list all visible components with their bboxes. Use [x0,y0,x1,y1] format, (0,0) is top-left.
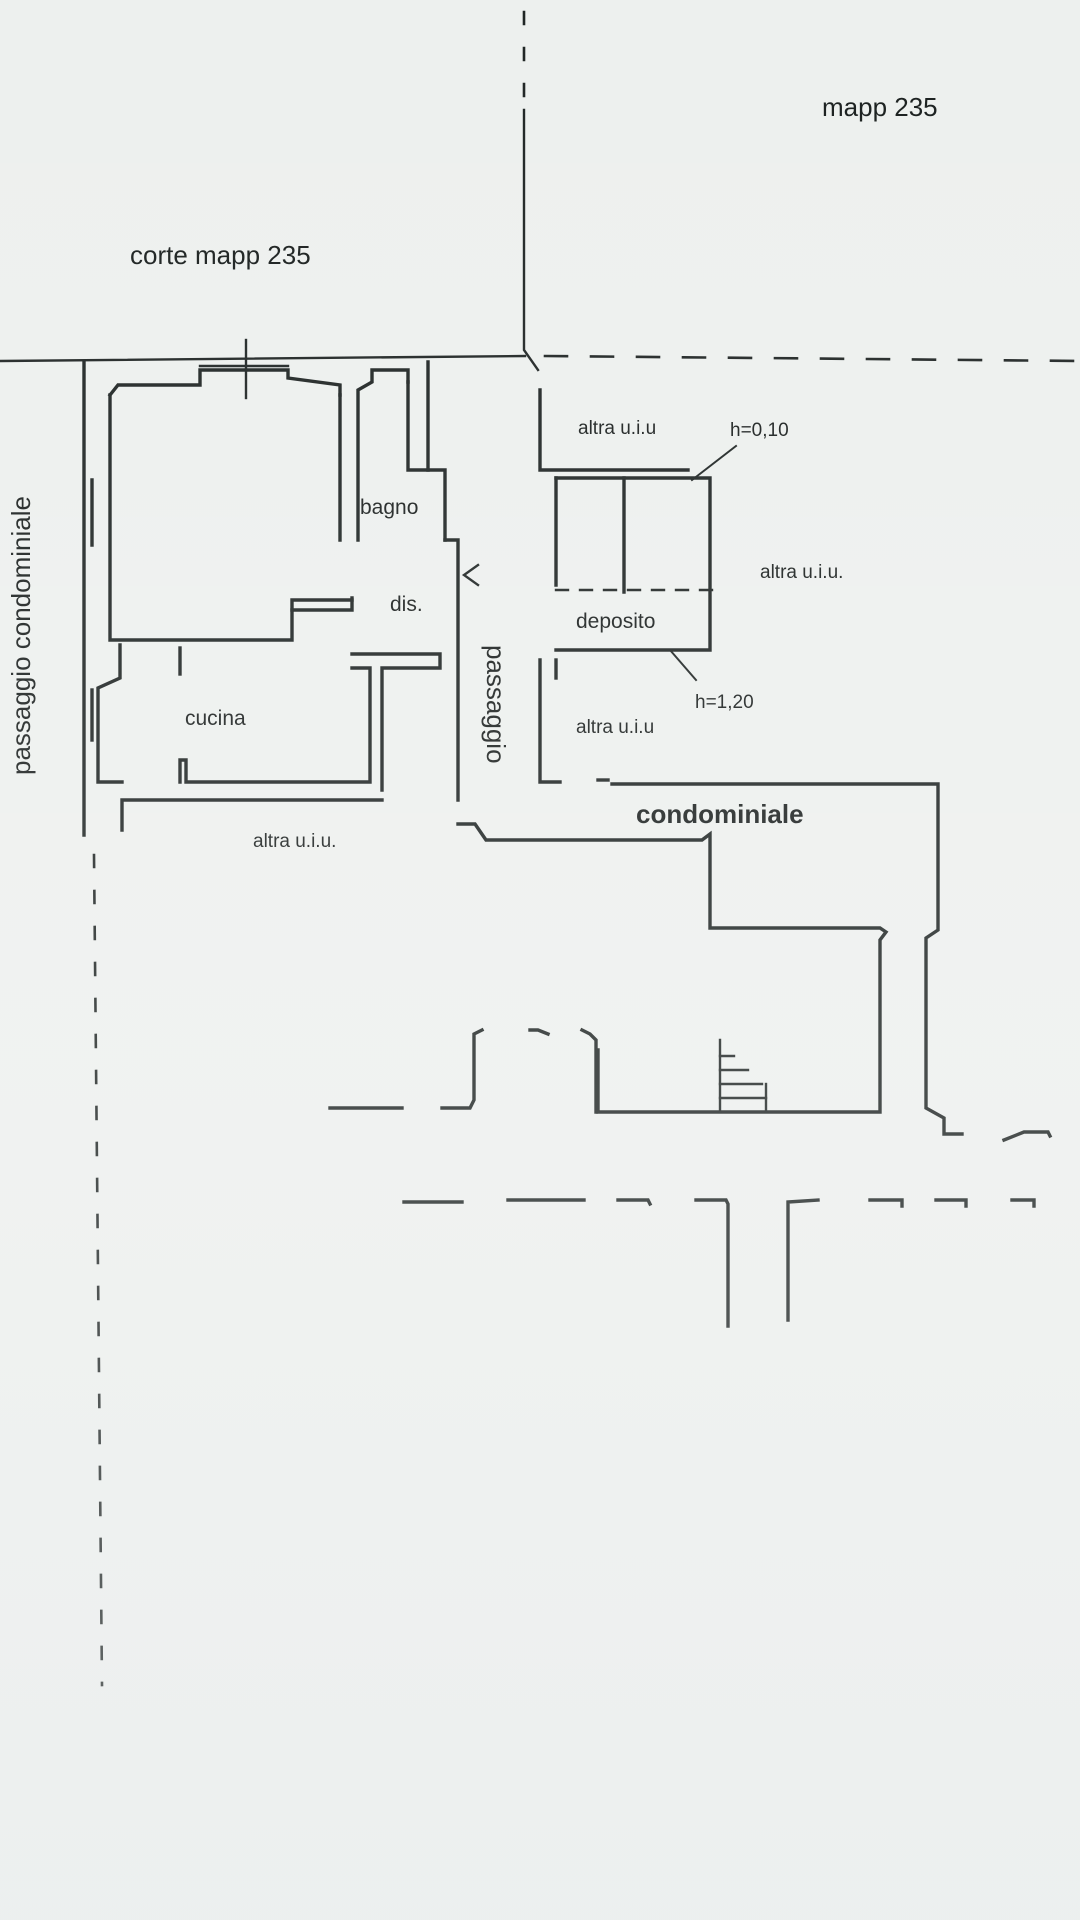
wall-living-outer [108,393,354,642]
wall-dis-left [290,598,354,612]
label-altra-right: altra u.i.u. [760,562,843,583]
fragment-8 [616,1198,653,1207]
wall-cucina-top [96,643,124,784]
wall-lower-right-stub [538,658,562,784]
wall-living-top [107,368,342,398]
fragment-13 [1010,1198,1036,1208]
lower-fragments [328,1027,1053,1328]
door-dis-arrow [461,563,480,587]
fragment-11 [868,1198,904,1208]
label-h-top: h=0,10 [730,420,789,441]
boundary-top-solid [0,354,527,363]
label-condominiale: condominiale [636,799,804,829]
property-boundaries [0,10,1080,1687]
label-mapp: mapp 235 [822,92,938,122]
stairs-icon [718,1038,768,1114]
wall-altra-top-box [538,388,690,472]
label-altra-lower: altra u.i.u [576,717,654,738]
label-altra-top: altra u.i.u [578,418,656,439]
label-dis: dis. [390,593,423,616]
fragment-10 [786,1198,820,1322]
fragment-4 [579,1027,598,1114]
wall-cucina-right [178,666,372,784]
wall-bagno-left [356,368,410,542]
label-passaggio: passaggio [481,645,511,764]
label-h-bottom: h=1,20 [695,692,754,713]
boundary-vertical-solid-top [522,108,540,372]
label-bagno: bagno [360,496,418,519]
boundary-top-dashed [543,354,1080,363]
plan-labels: mapp 235 corte mapp 235 passaggio condom… [6,92,938,852]
fragment-2 [440,1027,485,1110]
fragment-12 [934,1198,968,1208]
fragment-5 [1001,1130,1053,1143]
wall-bottom-left [120,798,384,832]
wall-deposito-box [554,476,712,652]
label-passaggio-condominiale: passaggio condominiale [6,496,36,775]
label-altra-bottom-left: altra u.i.u. [253,831,336,852]
wall-passaggio-bottom [456,822,889,1114]
leader-top [690,444,738,482]
wall-corridor-right [443,538,460,802]
deposito-walls [456,388,964,1136]
leader-bottom [668,648,698,682]
apartment-walls [82,338,480,837]
label-cucina: cucina [185,707,246,730]
boundary-left-dashed [92,853,104,1687]
label-corte: corte mapp 235 [130,240,311,270]
wall-condominiale-top [610,782,964,1136]
wall-dis-bottom [350,652,442,792]
label-deposito: deposito [576,610,655,633]
fragment-9 [694,1198,730,1328]
fragment-3 [528,1028,551,1037]
